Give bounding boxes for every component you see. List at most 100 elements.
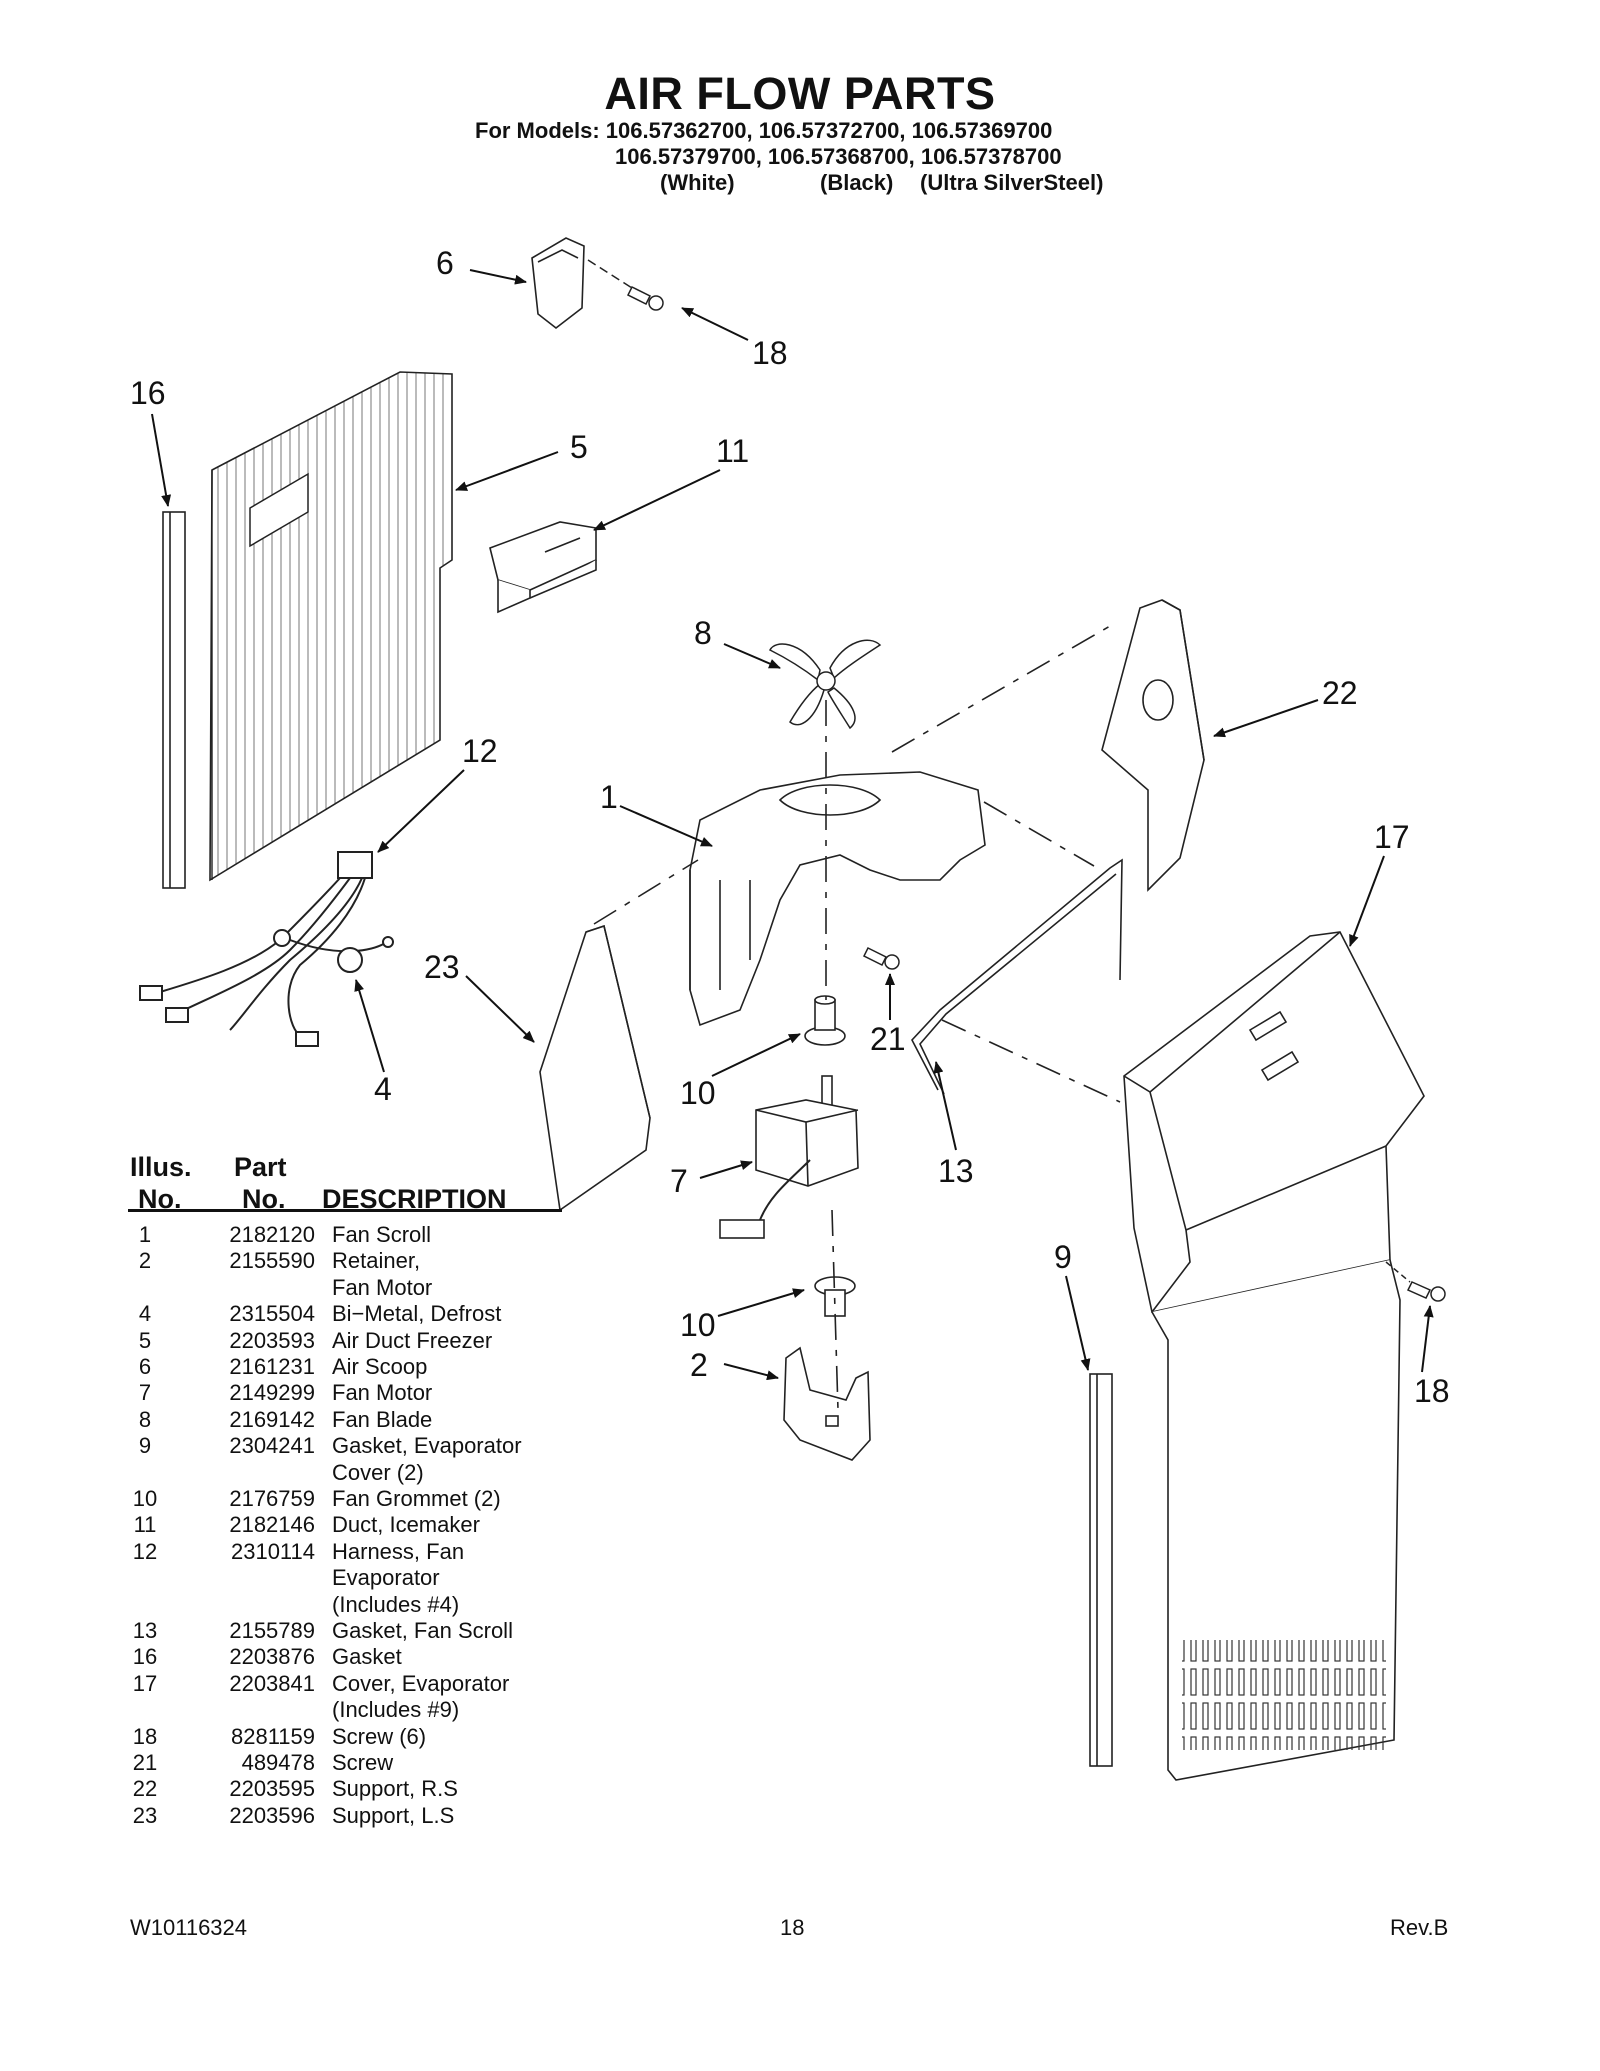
illus-no-cell: 1 [138,1222,152,1247]
illus-no-cell: 7 [138,1380,152,1406]
air-scoop-part [531,237,585,330]
callout-13: 13 [938,1153,974,1189]
description-cell: (Includes #9) [332,1697,460,1723]
finish-black: (Black) [820,170,894,195]
callout-12: 12 [462,733,498,769]
part-no-cell: 2155590 [229,1248,315,1274]
screw-top-part [626,285,664,311]
air-duct-freezer-part [209,371,453,882]
callout-2: 2 [690,1347,708,1383]
part-no-cell: 2182120 [229,1222,315,1247]
description-cell: Air Scoop [332,1354,428,1379]
part-no-cell: 2203593 [229,1327,315,1353]
screw-21-part [862,946,900,970]
illus-no-cell: 6 [138,1354,152,1379]
description-cell: Air Duct Freezer [332,1327,493,1353]
description-cell: Fan Grommet (2) [332,1486,501,1511]
illus-no-cell: 4 [138,1301,152,1327]
description-cell: (Includes #4) [332,1591,460,1617]
description-cell: Fan Blade [332,1406,433,1432]
description-cell: Evaporator [332,1565,440,1591]
callout-8: 8 [694,615,712,651]
icemaker-duct-part [489,521,597,614]
callout-22: 22 [1322,675,1358,711]
part-no-cell: 2203876 [229,1644,315,1670]
callout-21: 21 [870,1021,906,1057]
callout-1: 1 [600,779,618,815]
fan-harness-part [139,851,394,1047]
description-cell: Retainer, [332,1248,421,1274]
description-cell: Cover, Evaporator [332,1670,510,1696]
illus-no-cell: 21 [132,1750,158,1775]
grommet-upper-part [804,995,846,1046]
callout-labels: 6 18 16 5 11 8 22 12 1 17 23 4 21 10 13 … [130,245,1450,1409]
illus-no-cell: 23 [132,1802,158,1828]
assembly-lines [593,625,1121,1411]
description-cell: Screw (6) [332,1723,427,1749]
description-cell: Duct, Icemaker [332,1512,480,1538]
part-no-cell: 2203595 [229,1776,315,1802]
part-no-cell: 2203841 [229,1670,315,1696]
gasket-right-part [1089,1373,1113,1767]
page-number: 18 [780,1915,805,1940]
callout-9: 9 [1054,1239,1072,1275]
description-cell: Support, L.S [332,1802,455,1828]
description-cell: Screw [332,1750,394,1775]
evaporator-cover-part [1123,931,1425,1781]
illus-no-cell: 16 [132,1644,158,1670]
description-cell: Harness, Fan [332,1538,465,1564]
gasket-fan-scroll-part [911,858,1123,1095]
callout-4: 4 [374,1071,392,1107]
part-no-cell: 2155789 [229,1618,315,1643]
table-row: 23 2203596 Support, L.S [120,1803,590,1829]
part-no-cell: 2149299 [229,1380,315,1406]
callout-arrows [151,269,1434,1381]
table-header-rule [128,1209,562,1212]
description-cell: Cover (2) [332,1459,424,1485]
document-number: W10116324 [130,1915,248,1940]
callout-11: 11 [716,433,749,469]
page-title: AIR FLOW PARTS [604,68,996,119]
screw-right-part [1406,1281,1446,1302]
table-row: 7 2149299 Fan Motor [120,1380,590,1406]
description-cell: Fan Motor [332,1380,433,1406]
description-cell: Gasket, Evaporator [332,1433,522,1459]
illus-no-cell: 10 [132,1486,158,1511]
table-row: 10 2176759 Fan Grommet (2) [120,1486,590,1512]
part-no-cell: 2182146 [229,1512,315,1538]
finish-white: (White) [660,170,735,195]
part-no-cell: 2176759 [229,1486,315,1511]
description-cell: Gasket, Fan Scroll [332,1618,513,1643]
finish-ultra-silversteel: (Ultra SilverSteel) [920,170,1104,195]
part-no-cell: 2169142 [229,1406,315,1432]
callout-5: 5 [570,429,588,465]
support-rs-part [1101,599,1205,892]
callout-18-top: 18 [752,335,788,371]
description-cell: Fan Motor [332,1274,433,1300]
grommet-lower-part [814,1276,856,1317]
callout-6: 6 [436,245,454,281]
support-ls-part [539,924,651,1212]
table-row: 21 489478 Screw [120,1750,590,1776]
callout-7: 7 [670,1163,688,1199]
part-no-cell: 8281159 [230,1723,315,1749]
illus-no-cell: 22 [132,1776,158,1802]
gasket-left-part [162,511,186,889]
revision-label: Rev.B [1390,1915,1449,1940]
part-no-cell: 2161231 [229,1354,315,1379]
part-no-cell: 2203596 [229,1802,315,1828]
callout-17: 17 [1374,819,1410,855]
callout-23: 23 [424,949,460,985]
part-no-cell: 489478 [241,1750,315,1775]
table-row: 6 2161231 Air Scoop [120,1354,590,1380]
